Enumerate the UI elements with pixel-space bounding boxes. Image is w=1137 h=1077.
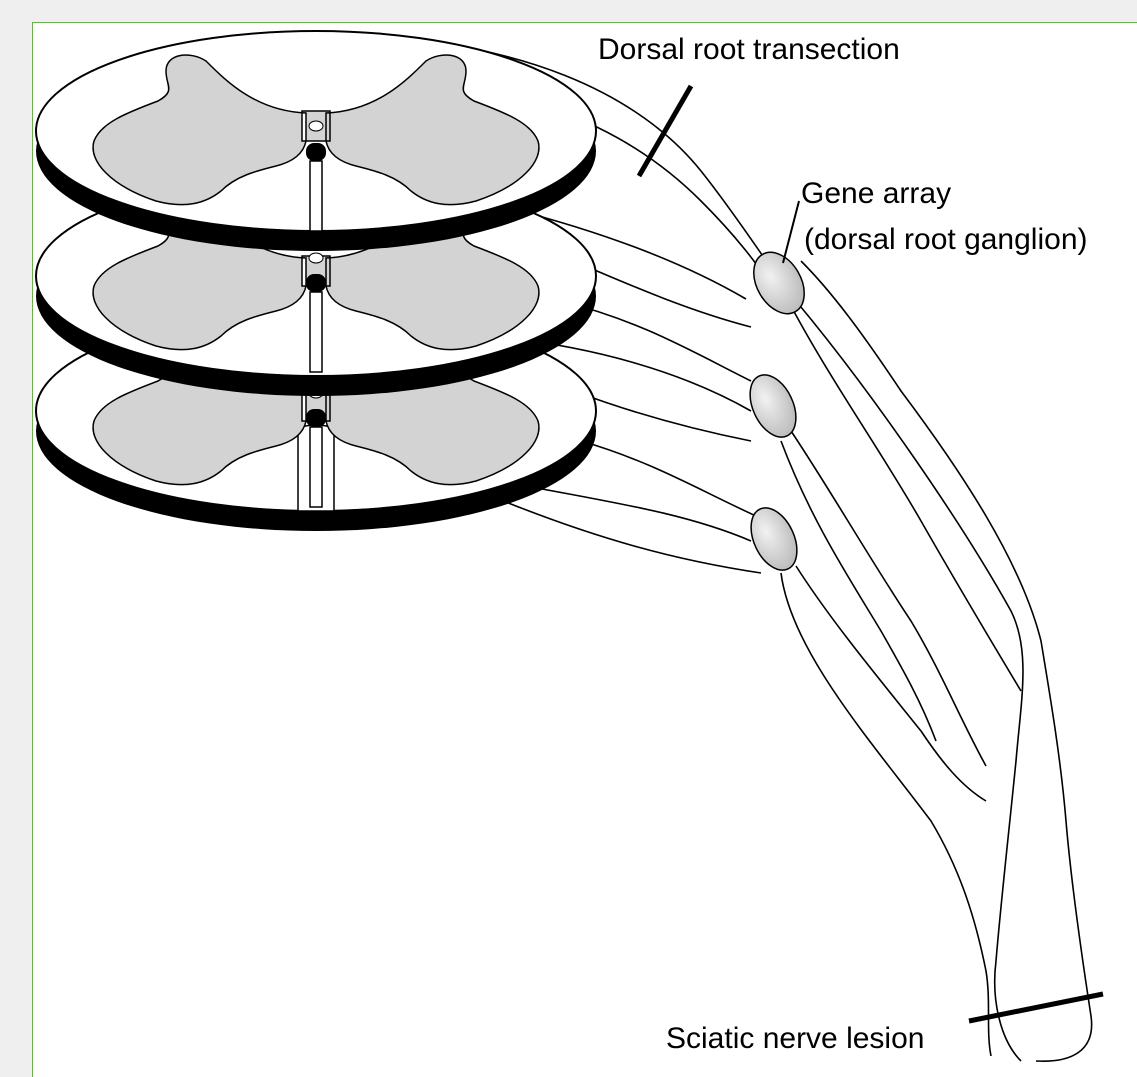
ganglion-middle: [741, 368, 805, 445]
dorsal-root-ganglia: [741, 243, 815, 577]
spinal-cord-diagram: Dorsal root transection Gene array (dors…: [33, 23, 1137, 1077]
label-dorsal-root-transection: Dorsal root transection: [598, 33, 900, 66]
label-gene-array: Gene array: [801, 177, 951, 210]
figure-frame: Dorsal root transection Gene array (dors…: [32, 22, 1137, 1077]
label-sciatic-nerve-lesion: Sciatic nerve lesion: [666, 1022, 924, 1055]
spinal-cord-slice-1: [36, 31, 596, 251]
label-dorsal-root-ganglion: (dorsal root ganglion): [804, 223, 1088, 256]
dorsal-root-transection-marker: [639, 86, 691, 176]
gene-array-pointer: [783, 201, 799, 263]
